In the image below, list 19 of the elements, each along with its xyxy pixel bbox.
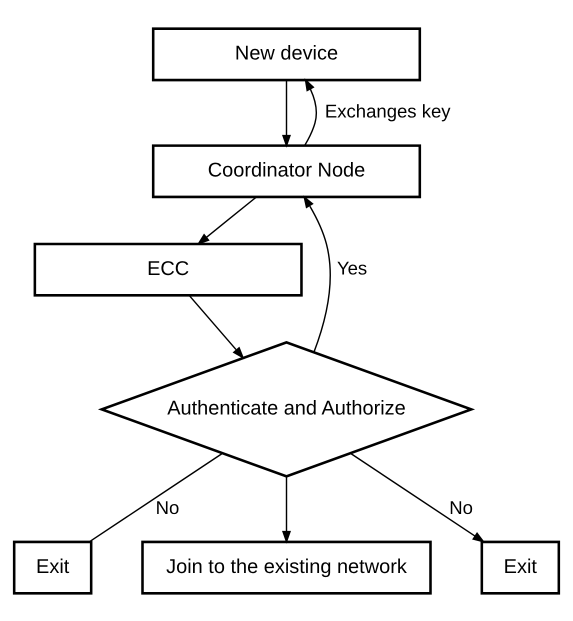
edge-label: Yes — [336, 257, 368, 278]
connector — [89, 452, 223, 542]
arrow — [188, 294, 244, 359]
node-box: Join to the existing network — [141, 540, 432, 594]
node-box: Coordinator Node — [152, 144, 422, 198]
arrow — [350, 452, 486, 542]
arrow — [304, 78, 318, 145]
arrow — [282, 476, 291, 544]
edge-label: Exchanges key — [324, 100, 451, 122]
arrow — [282, 80, 291, 148]
node-box: ECC — [34, 242, 303, 296]
arrow — [303, 194, 331, 352]
node-box: New device — [152, 26, 422, 81]
node-box: Exit — [480, 540, 560, 594]
node-box: Exit — [12, 540, 92, 594]
edge-label: No — [156, 496, 180, 518]
edge-label: No — [449, 496, 473, 518]
arrow — [196, 196, 256, 245]
node-diamond: Authenticate and Authorize — [98, 340, 476, 478]
